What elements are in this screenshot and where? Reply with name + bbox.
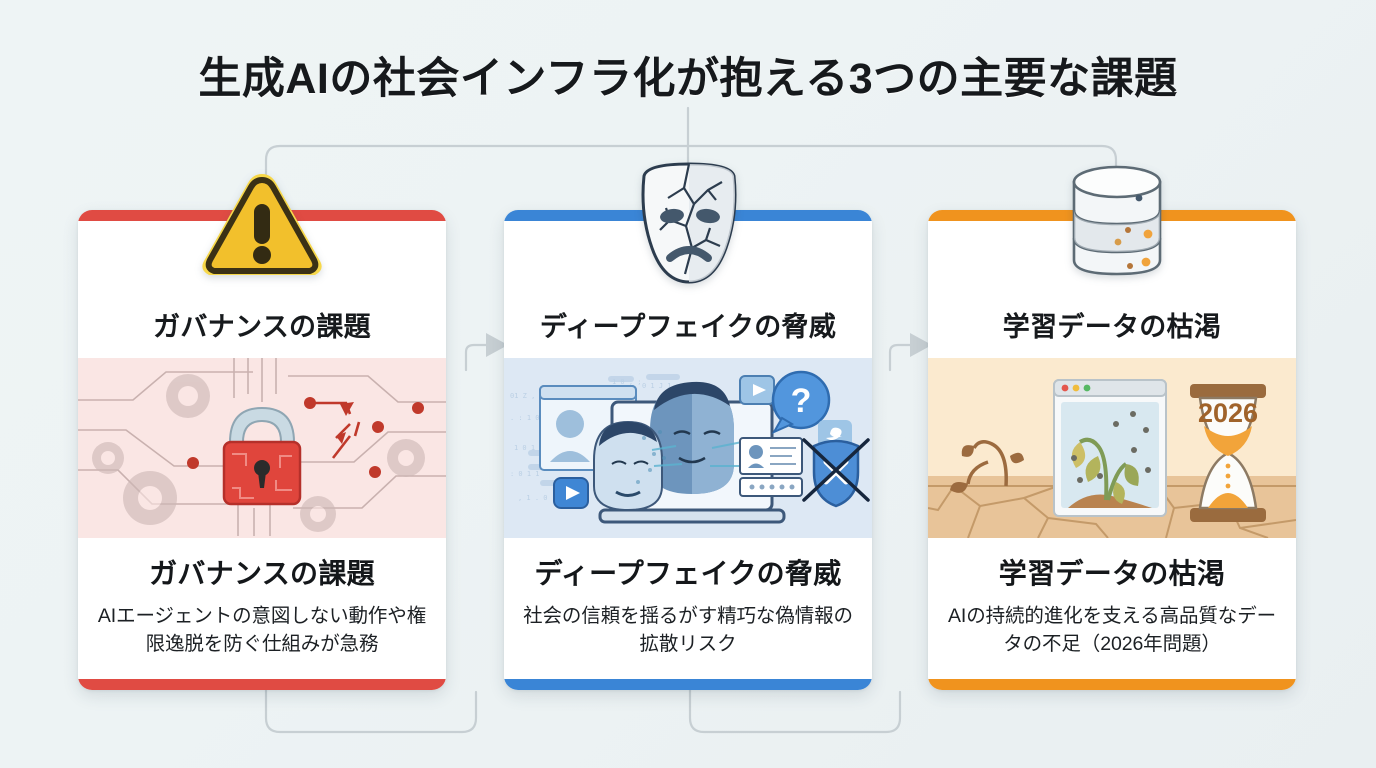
card-header-title: ディープフェイクの脅威	[539, 312, 837, 342]
database-cylinder-icon	[1062, 162, 1172, 285]
illustration-deepfake-faces: 01 Z ,. : 1 0 1 0 1 . ;: 0 1 1 , 1 . 01 …	[504, 358, 872, 538]
cracked-mask-icon	[636, 158, 742, 291]
card-data-exhaustion[interactable]: 学習データの枯渇	[928, 210, 1296, 690]
illustration-padlock-circuit	[78, 358, 446, 538]
bottom-loop-2	[688, 688, 902, 734]
card-body-title: ガバナンスの課題	[149, 558, 375, 590]
svg-text:: 0 1 1: : 0 1 1	[510, 470, 540, 478]
svg-text:01 Z ,: 01 Z ,	[510, 392, 535, 400]
svg-text:. : 1 0: . : 1 0	[510, 414, 540, 422]
arrow-curve-2	[888, 343, 912, 372]
svg-text:1 0 1 . ;: 1 0 1 . ;	[514, 444, 552, 452]
card-description: 社会の信頼を揺るがす精巧な偽情報の拡散リスク	[523, 605, 853, 655]
page-title: 生成AIの社会インフラ化が抱える3つの主要な課題	[198, 55, 1178, 103]
card-description: AIの持続的進化を支える高品質なデータの不足（2026年問題）	[947, 605, 1277, 655]
card-header-title: 学習データの枯渇	[1002, 312, 1222, 342]
card-accent-bottom-bar	[928, 679, 1296, 690]
hourglass-year-label: 2026	[1198, 398, 1258, 428]
card-body-title: 学習データの枯渇	[998, 558, 1226, 590]
card-accent-bottom-bar	[504, 679, 872, 690]
illustration-data-drought: 2026	[928, 358, 1296, 538]
card-body-title: ディープフェイクの脅威	[534, 558, 842, 590]
card-deepfake[interactable]: ディープフェイクの脅威 01 Z , . : 1 0 1 0 1 . ; : 0 1…	[504, 210, 872, 690]
card-description: AIエージェントの意図しない動作や権限逸脱を防ぐ仕組みが急務	[97, 605, 427, 655]
card-body: ガバナンスの課題 AIエージェントの意図しない動作や権限逸脱を防ぐ仕組みが急務	[78, 538, 446, 679]
arrow-curve-1	[464, 343, 488, 372]
card-accent-bottom-bar	[78, 679, 446, 690]
card-body: 学習データの枯渇 AIの持続的進化を支える高品質なデータの不足（2026年問題）	[928, 538, 1296, 679]
bottom-loop-1	[264, 688, 478, 734]
card-body: ディープフェイクの脅威 社会の信頼を揺るがす精巧な偽情報の拡散リスク	[504, 538, 872, 679]
card-header: ディープフェイクの脅威	[504, 221, 872, 358]
svg-text:?: ?	[791, 382, 812, 420]
svg-text:, 1 . 0: , 1 . 0	[518, 494, 548, 502]
warning-triangle-icon	[196, 166, 328, 293]
svg-text:0 1 J 1: 0 1 J 1	[642, 382, 672, 390]
card-header-title: ガバナンスの課題	[153, 312, 371, 342]
